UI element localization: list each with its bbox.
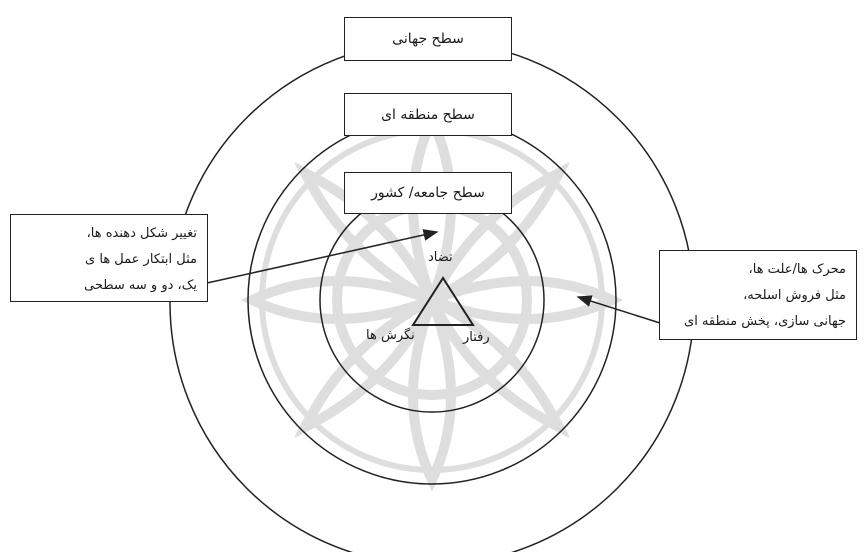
transformers-box: تغییر شکل دهنده ها، مثل ابتکار عمل ها ی …	[10, 214, 208, 302]
regional-level-box: سطح منطقه ای	[344, 93, 512, 136]
drivers-line-3: جهانی سازی، پخش منطقه ای	[684, 314, 846, 329]
drivers-line-1: محرک ها/علت ها،	[748, 262, 846, 277]
drivers-line-2: مثل فروش اسلحه،	[743, 288, 846, 303]
transformers-line-1: تغییر شکل دهنده ها،	[86, 226, 197, 241]
society-level-label: سطح جامعه/ کشور	[371, 185, 485, 201]
left-arrow	[206, 229, 439, 284]
global-level-label: سطح جهانی	[392, 31, 464, 47]
conflict-triangle	[411, 276, 475, 326]
triangle-top-label: تضاد	[428, 250, 453, 265]
transformers-line-3: یک، دو و سه سطحی	[84, 278, 197, 293]
right-arrow	[576, 295, 661, 324]
triangle-left-label: نگرش ها	[366, 328, 415, 343]
triangle-right-label: رفتار	[463, 330, 490, 345]
drivers-box: محرک ها/علت ها، مثل فروش اسلحه، جهانی سا…	[659, 250, 857, 340]
society-level-box: سطح جامعه/ کشور	[344, 172, 512, 214]
transformers-line-2: مثل ابتکار عمل ها ی	[85, 252, 197, 267]
regional-level-label: سطح منطقه ای	[381, 106, 475, 123]
global-level-box: سطح جهانی	[344, 17, 512, 61]
